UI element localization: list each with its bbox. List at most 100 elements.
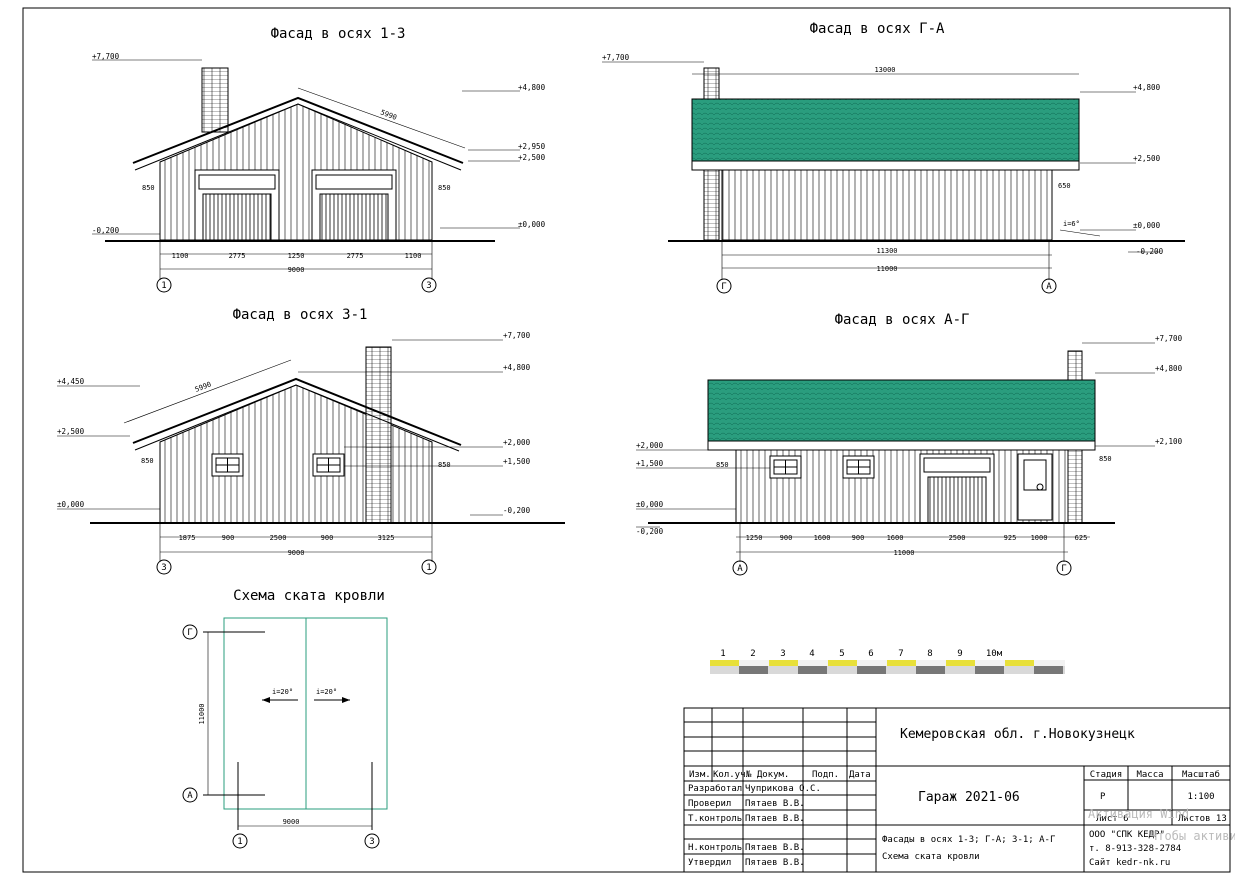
- svg-text:Масса: Масса: [1136, 770, 1163, 780]
- svg-text:Пятаев В.В.: Пятаев В.В.: [745, 843, 805, 853]
- axis-marker: [421, 559, 437, 575]
- svg-text:+2,000: +2,000: [636, 441, 664, 450]
- roof-slope: [691, 98, 1080, 162]
- region: Кемеровская обл. г.Новокузнецк: [900, 727, 1135, 742]
- svg-text:±0,000: ±0,000: [636, 500, 664, 509]
- svg-text:+2,950: +2,950: [518, 142, 546, 151]
- svg-text:Подп.: Подп.: [812, 770, 839, 780]
- svg-text:+4,800: +4,800: [1133, 83, 1161, 92]
- svg-text:+7,700: +7,700: [1155, 334, 1183, 343]
- entrance-door: [1017, 453, 1053, 521]
- svg-text:+4,450: +4,450: [57, 377, 85, 386]
- axis-marker: [1056, 560, 1072, 576]
- axis-marker: [156, 559, 172, 575]
- svg-text:Схема ската кровли: Схема ската кровли: [882, 852, 980, 862]
- svg-text:2: 2: [750, 649, 755, 659]
- svg-text:±0,000: ±0,000: [1133, 221, 1161, 230]
- svg-text:11300: 11300: [876, 247, 897, 255]
- svg-text:625: 625: [1075, 534, 1088, 542]
- svg-text:850: 850: [142, 184, 155, 192]
- svg-text:850: 850: [716, 461, 729, 469]
- svg-text:Г: Г: [1061, 564, 1066, 574]
- svg-text:650: 650: [1058, 182, 1071, 190]
- svg-text:3: 3: [161, 563, 166, 573]
- svg-text:1250: 1250: [288, 252, 305, 260]
- svg-text:№ Докум.: № Докум.: [745, 770, 789, 780]
- window: [842, 455, 875, 479]
- svg-text:5: 5: [839, 649, 844, 659]
- facade-1-3-title: Фасад в осях 1-3: [271, 26, 406, 42]
- svg-text:+1,500: +1,500: [636, 459, 664, 468]
- svg-text:1875: 1875: [179, 534, 196, 542]
- svg-text:+2,500: +2,500: [1133, 154, 1161, 163]
- svg-text:Дата: Дата: [849, 770, 871, 780]
- svg-text:900: 900: [321, 534, 334, 542]
- svg-text:9000: 9000: [288, 549, 305, 557]
- svg-text:5990: 5990: [379, 108, 398, 122]
- scale-bar: 1 2 3 4 5 6 7 8 9 10м: [710, 649, 1065, 674]
- svg-text:5990: 5990: [194, 380, 213, 394]
- svg-text:925: 925: [1004, 534, 1017, 542]
- svg-text:1100: 1100: [172, 252, 189, 260]
- svg-text:Пятаев В.В.: Пятаев В.В.: [745, 858, 805, 868]
- watermark: Чтобы активировать: [1150, 829, 1235, 843]
- svg-text:Кол.уч: Кол.уч: [713, 770, 746, 780]
- garage-gate-left: [194, 169, 280, 241]
- svg-text:i=20°: i=20°: [272, 688, 293, 696]
- svg-text:±0,000: ±0,000: [57, 500, 85, 509]
- svg-text:1000: 1000: [1031, 534, 1048, 542]
- title-block: Кемеровская обл. г.Новокузнецк Изм. Кол.…: [683, 707, 1235, 873]
- svg-text:Стадия: Стадия: [1090, 770, 1123, 780]
- svg-text:10м: 10м: [986, 649, 1003, 659]
- svg-text:1: 1: [237, 837, 242, 847]
- axis-marker: [364, 833, 380, 849]
- roof-slope: [707, 379, 1096, 442]
- svg-text:Разработал: Разработал: [688, 783, 742, 794]
- svg-text:3125: 3125: [378, 534, 395, 542]
- svg-text:Пятаев В.В.: Пятаев В.В.: [745, 814, 805, 824]
- svg-text:+4,800: +4,800: [503, 363, 531, 372]
- axis-marker: [156, 277, 172, 293]
- svg-text:850: 850: [438, 184, 451, 192]
- svg-text:1:100: 1:100: [1187, 792, 1214, 802]
- svg-text:ООО "СПК КЕДР": ООО "СПК КЕДР": [1089, 830, 1165, 840]
- svg-text:i=6°: i=6°: [1063, 220, 1080, 228]
- svg-text:1: 1: [161, 281, 166, 291]
- project-title: Гараж 2021-06: [918, 790, 1020, 805]
- svg-text:Лист 6: Лист 6: [1096, 814, 1129, 824]
- svg-text:Сайт kedr-nk.ru: Сайт kedr-nk.ru: [1089, 858, 1170, 868]
- svg-text:А: А: [737, 564, 743, 574]
- svg-text:3: 3: [369, 837, 374, 847]
- svg-text:1100: 1100: [405, 252, 422, 260]
- svg-text:850: 850: [438, 461, 451, 469]
- svg-text:Проверил: Проверил: [688, 799, 731, 809]
- axis-marker: [421, 277, 437, 293]
- svg-text:-0,200: -0,200: [636, 527, 664, 536]
- svg-text:2775: 2775: [347, 252, 364, 260]
- facade-A-G: Фасад в осях А-Г +7,700: [636, 312, 1183, 576]
- svg-text:850: 850: [141, 457, 154, 465]
- svg-text:Пятаев В.В.: Пятаев В.В.: [745, 799, 805, 809]
- svg-text:-0,200: -0,200: [92, 226, 120, 235]
- svg-text:±0,000: ±0,000: [518, 220, 546, 229]
- axis-marker: [232, 833, 248, 849]
- svg-text:+7,700: +7,700: [92, 52, 120, 61]
- svg-text:+2,000: +2,000: [503, 438, 531, 447]
- axis-marker: [732, 560, 748, 576]
- facade-G-A: Фасад в осях Г-А 13000 +7,700 +4,800 +2,…: [602, 21, 1185, 294]
- svg-text:900: 900: [780, 534, 793, 542]
- svg-text:Р: Р: [1100, 792, 1106, 802]
- svg-text:+2,100: +2,100: [1155, 437, 1183, 446]
- svg-text:+7,700: +7,700: [503, 331, 531, 340]
- roof-scheme-title: Схема ската кровли: [233, 588, 385, 604]
- svg-text:Изм.: Изм.: [689, 770, 711, 780]
- svg-text:Фасады в осях 1-3; Г-А; 3-1; А: Фасады в осях 1-3; Г-А; 3-1; А-Г: [882, 835, 1055, 845]
- garage-gate-right: [311, 169, 397, 241]
- axis-marker: [1041, 278, 1057, 294]
- svg-text:3: 3: [780, 649, 785, 659]
- svg-text:1600: 1600: [814, 534, 831, 542]
- svg-text:11000: 11000: [198, 703, 206, 724]
- svg-text:9000: 9000: [283, 818, 300, 826]
- roof-line: [132, 377, 462, 446]
